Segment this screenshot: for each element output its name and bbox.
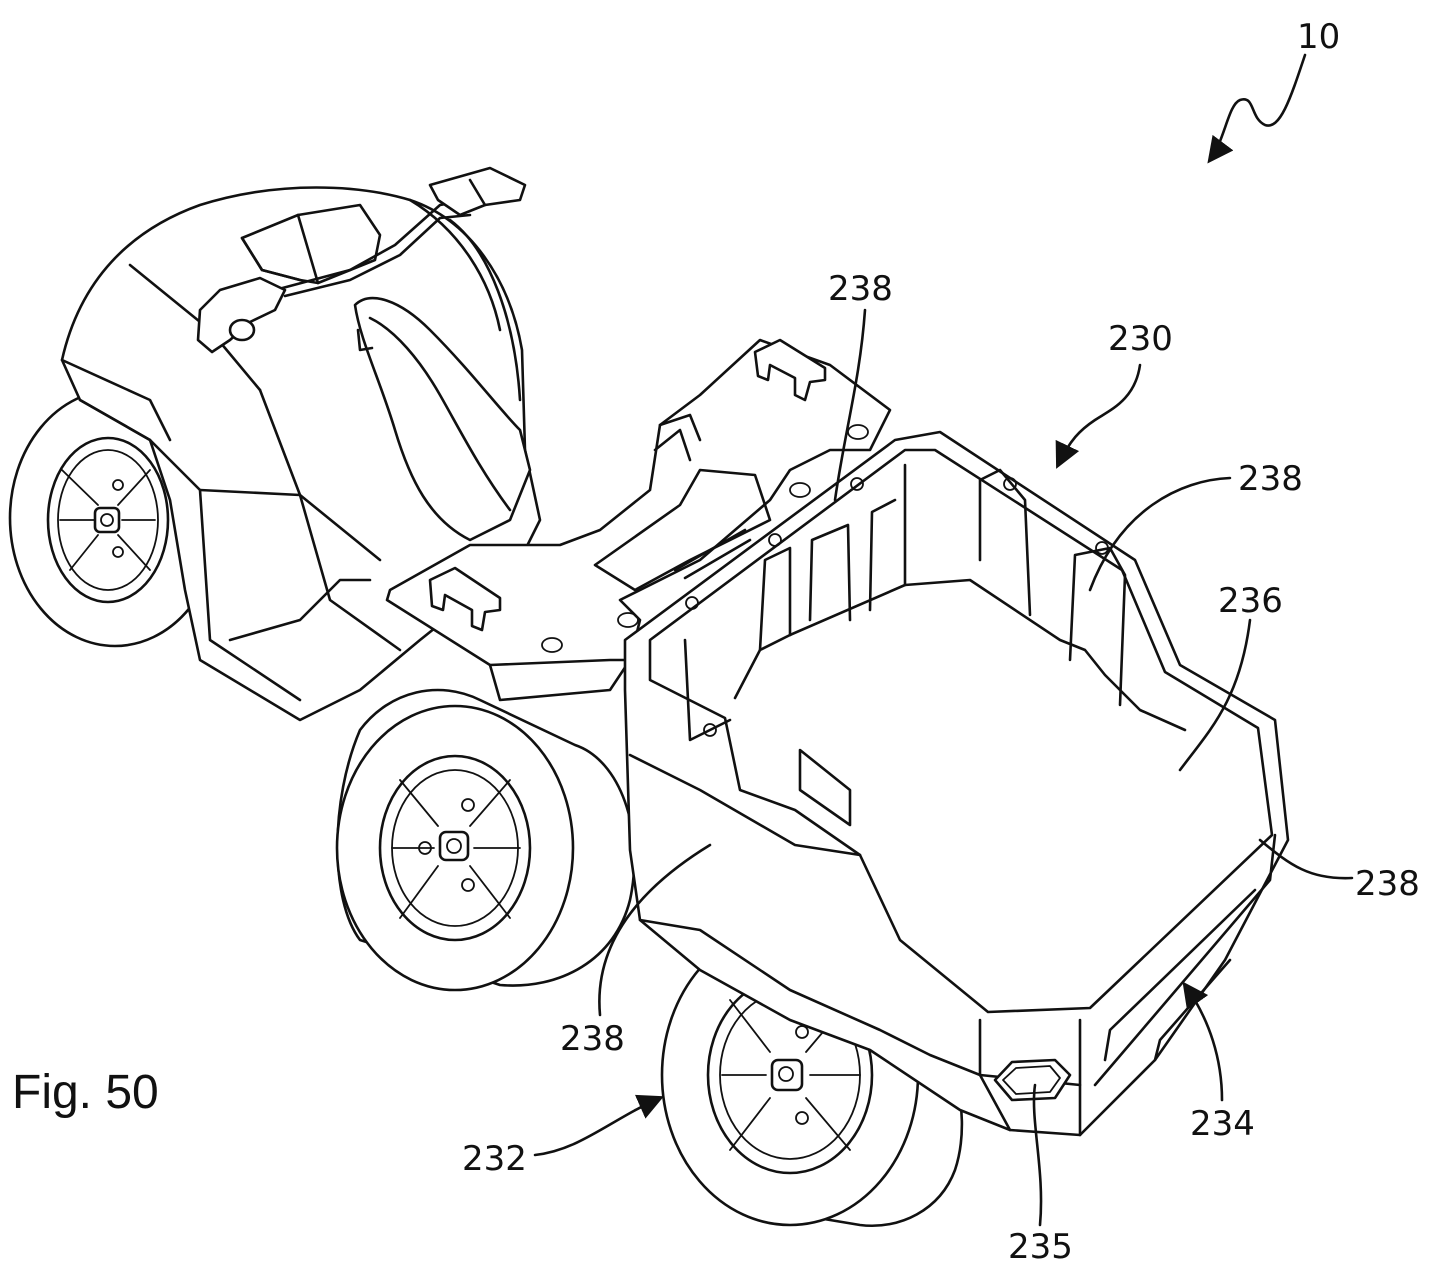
figure-caption: Fig. 50	[12, 1066, 159, 1119]
leader-238-right	[1088, 476, 1232, 592]
leader-238-front-left	[598, 843, 712, 1017]
ref-10: 10	[1297, 17, 1340, 57]
ref-238-top: 238	[828, 269, 893, 309]
leader-238-front-right	[1258, 838, 1354, 880]
leader-235	[1032, 1083, 1043, 1227]
ref-232: 232	[462, 1139, 527, 1179]
middle-wheel	[335, 688, 636, 992]
leader-10	[1207, 53, 1307, 164]
ref-238-right: 238	[1238, 459, 1303, 499]
ref-236: 236	[1218, 581, 1283, 621]
ref-234: 234	[1190, 1104, 1255, 1144]
annotations: 10 230 238 238 236 238 238 232 235 234	[462, 17, 1420, 1267]
leader-238-top	[833, 308, 867, 502]
leader-236	[1178, 618, 1252, 772]
ref-238-front-left: 238	[560, 1019, 625, 1059]
rear-deck	[385, 338, 892, 702]
leader-232	[533, 1094, 664, 1157]
ref-230: 230	[1108, 319, 1173, 359]
cargo-box	[623, 430, 1290, 1137]
leader-234	[1182, 981, 1224, 1102]
ref-238-front-right: 238	[1355, 864, 1420, 904]
ref-235: 235	[1008, 1227, 1073, 1267]
leader-230	[1055, 363, 1142, 469]
